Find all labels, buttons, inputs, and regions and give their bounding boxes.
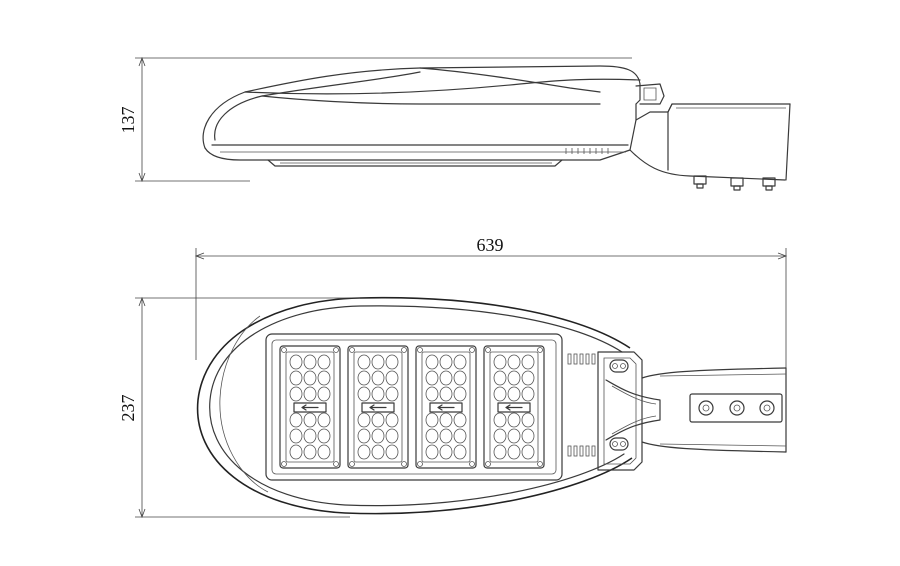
led-module-4 [483, 345, 545, 469]
pole-arm [641, 367, 787, 453]
side-mount-bolts [693, 175, 776, 191]
side-elevation-view: 137 [118, 56, 791, 191]
mounting-bracket [597, 351, 661, 471]
side-vent-slots [565, 148, 609, 154]
led-module-2 [347, 345, 409, 469]
plan-view: 237 [118, 296, 787, 519]
dimension-length: 639 [194, 235, 788, 368]
dimension-label-137: 137 [118, 107, 138, 134]
dimension-label-237: 237 [118, 395, 138, 422]
led-module-3 [415, 345, 477, 469]
dimension-height: 137 [118, 56, 632, 183]
plan-vent-slots [567, 353, 596, 457]
dimension-label-639: 639 [477, 235, 504, 255]
dimension-width: 237 [118, 296, 360, 519]
led-module-1 [279, 345, 341, 469]
